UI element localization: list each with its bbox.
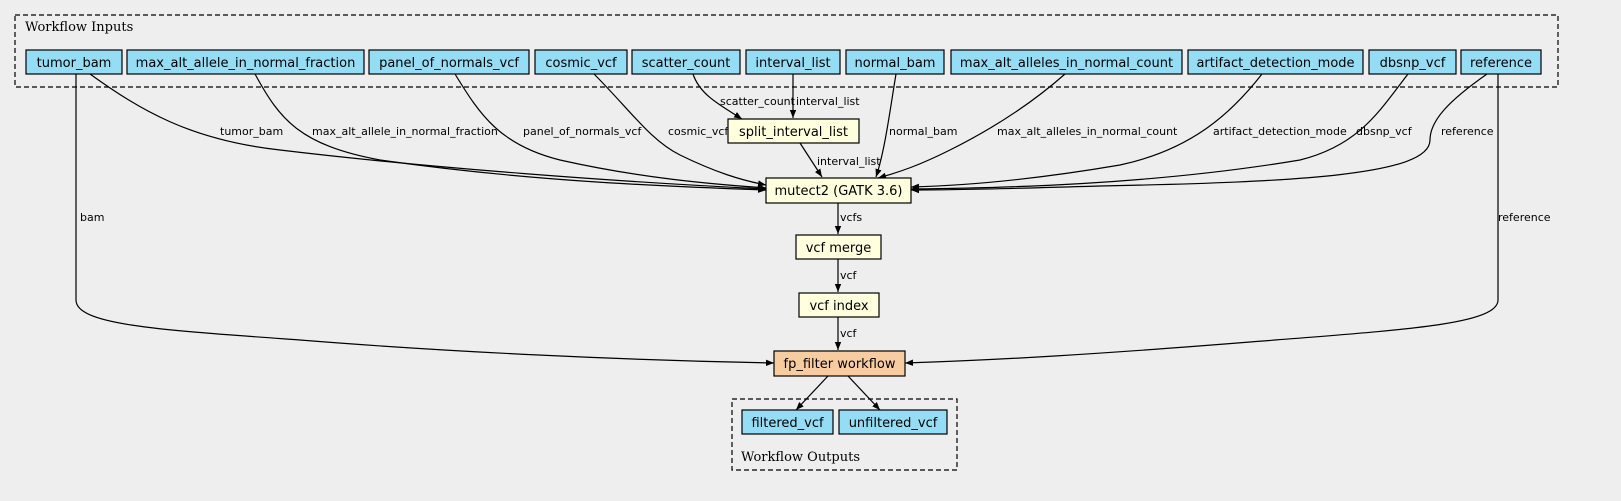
workflow-outputs-cluster: Workflow Outputs — [731, 398, 958, 471]
step-fp-filter-workflow[interactable]: fp_filter workflow — [773, 350, 906, 377]
edge-label-panel-of-normals: panel_of_normals_vcf — [523, 125, 642, 138]
step-vcf-index[interactable]: vcf index — [798, 292, 880, 318]
edge-cosmic-vcf-mutect — [593, 73, 767, 187]
edge-label-scatter-count: scatter_count — [720, 95, 796, 108]
edge-label-reference-fp: reference — [1498, 211, 1551, 224]
svg-text:cosmic_vcf: cosmic_vcf — [545, 56, 617, 71]
edge-label-max-alt-count: max_alt_alleles_in_normal_count — [997, 125, 1178, 138]
edge-label-interval-list-out: interval_list — [817, 155, 881, 168]
edge-tumor-bam-mutect — [89, 73, 767, 192]
edge-panel-of-normals-mutect — [454, 73, 767, 191]
workflow-inputs-cluster: Workflow Inputs — [14, 14, 1559, 88]
svg-text:panel_of_normals_vcf: panel_of_normals_vcf — [379, 56, 519, 71]
svg-text:unfiltered_vcf: unfiltered_vcf — [849, 416, 938, 431]
input-dbsnp-vcf[interactable]: dbsnp_vcf — [1368, 49, 1457, 75]
input-cosmic-vcf[interactable]: cosmic_vcf — [534, 49, 628, 75]
step-split-interval-list[interactable]: split_interval_list — [727, 118, 860, 144]
svg-text:max_alt_allele_in_normal_fract: max_alt_allele_in_normal_fraction — [136, 56, 356, 71]
svg-text:vcf merge: vcf merge — [806, 241, 872, 256]
edge-label-bam: bam — [80, 211, 104, 224]
input-tumor-bam[interactable]: tumor_bam — [25, 49, 123, 75]
edge-max-alt-fraction-mutect — [254, 73, 767, 193]
step-vcf-merge[interactable]: vcf merge — [795, 234, 882, 260]
svg-text:scatter_count: scatter_count — [642, 56, 731, 71]
output-unfiltered-vcf[interactable]: unfiltered_vcf — [838, 409, 948, 435]
edge-fp-filter-filtered-vcf — [795, 375, 829, 411]
edge-label-cosmic-vcf: cosmic_vcf — [668, 125, 729, 138]
input-panel-of-normals-vcf[interactable]: panel_of_normals_vcf — [368, 49, 530, 75]
input-max-alt-allele-in-normal-fraction[interactable]: max_alt_allele_in_normal_fraction — [126, 49, 365, 75]
output-filtered-vcf[interactable]: filtered_vcf — [741, 409, 834, 435]
edge-label-max-alt-fraction: max_alt_allele_in_normal_fraction — [312, 125, 498, 138]
edge-dbsnp-vcf-mutect — [910, 73, 1409, 193]
svg-text:split_interval_list: split_interval_list — [739, 125, 848, 140]
edge-max-alt-count-mutect — [877, 73, 1066, 179]
edges: tumor_bam bam max_alt_allele_in_normal_f… — [75, 73, 1551, 411]
input-reference[interactable]: reference — [1460, 49, 1542, 75]
input-interval-list[interactable]: interval_list — [745, 49, 841, 75]
edge-scatter-count-split — [692, 73, 743, 120]
workflow-outputs-label: Workflow Outputs — [741, 450, 860, 465]
edge-label-artifact-mode: artifact_detection_mode — [1213, 125, 1347, 138]
edge-artifact-mode-mutect — [910, 73, 1263, 190]
edge-bam-fp-filter — [75, 74, 775, 367]
edge-label-vcf-merge: vcf — [840, 269, 858, 282]
edge-label-vcf-index: vcf — [840, 327, 858, 340]
svg-text:fp_filter workflow: fp_filter workflow — [784, 357, 896, 372]
step-mutect2[interactable]: mutect2 (GATK 3.6) — [765, 177, 912, 204]
edge-fp-filter-unfiltered-vcf — [847, 375, 881, 411]
svg-text:dbsnp_vcf: dbsnp_vcf — [1380, 56, 1446, 71]
svg-text:vcf index: vcf index — [809, 299, 868, 314]
svg-text:mutect2 (GATK 3.6): mutect2 (GATK 3.6) — [774, 184, 902, 199]
input-nodes: tumor_bam max_alt_allele_in_normal_fract… — [25, 49, 1542, 75]
edge-label-reference-mutect: reference — [1441, 125, 1494, 138]
edge-label-interval-list-in: interval_list — [796, 95, 860, 108]
edge-reference-mutect — [910, 73, 1488, 194]
edge-split-mutect — [799, 142, 823, 178]
svg-text:artifact_detection_mode: artifact_detection_mode — [1196, 56, 1354, 71]
edge-label-vcfs: vcfs — [840, 211, 862, 224]
edge-normal-bam-mutect — [875, 73, 897, 178]
workflow-inputs-label: Workflow Inputs — [25, 20, 133, 35]
svg-text:tumor_bam: tumor_bam — [37, 56, 112, 71]
input-normal-bam[interactable]: normal_bam — [845, 49, 945, 75]
edge-label-dbsnp-vcf: dbsnp_vcf — [1356, 125, 1413, 138]
svg-text:reference: reference — [1470, 56, 1532, 71]
svg-text:normal_bam: normal_bam — [855, 56, 936, 71]
input-artifact-detection-mode[interactable]: artifact_detection_mode — [1187, 49, 1364, 75]
svg-text:filtered_vcf: filtered_vcf — [751, 416, 824, 431]
svg-text:interval_list: interval_list — [755, 56, 830, 71]
edge-label-normal-bam: normal_bam — [889, 125, 957, 138]
svg-text:max_alt_alleles_in_normal_coun: max_alt_alleles_in_normal_count — [960, 56, 1173, 71]
input-max-alt-alleles-in-normal-count[interactable]: max_alt_alleles_in_normal_count — [950, 49, 1183, 75]
edge-reference-fp-filter — [904, 74, 1499, 366]
edge-label-tumor-bam: tumor_bam — [220, 125, 283, 138]
input-scatter-count[interactable]: scatter_count — [631, 49, 741, 75]
